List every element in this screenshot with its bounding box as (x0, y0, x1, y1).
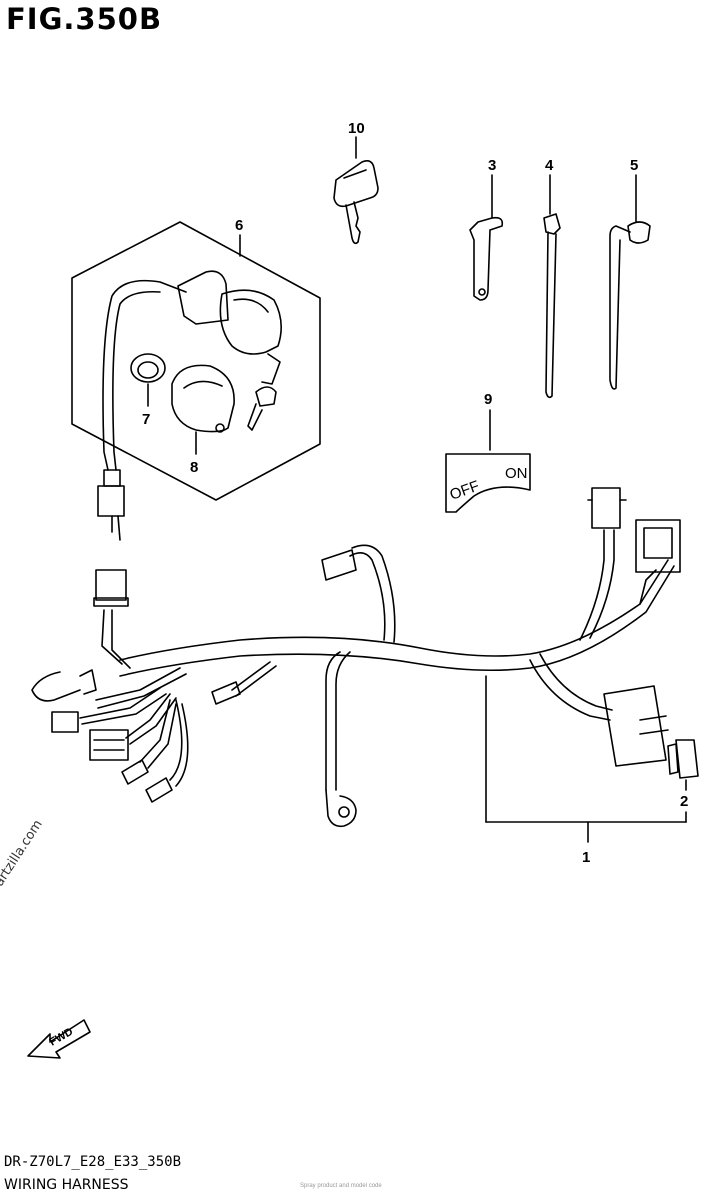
callout-3: 3 (488, 157, 496, 174)
switch-off-label: OFF (448, 478, 482, 504)
figure-caption: WIRING HARNESS (4, 1177, 129, 1193)
callout-9: 9 (484, 391, 492, 408)
fwd-arrow-icon (27, 1019, 91, 1059)
part-7-nut[interactable] (130, 353, 166, 383)
callout-8: 8 (190, 459, 198, 476)
part-3-clamp[interactable] (469, 216, 504, 301)
part-10-key[interactable] (333, 160, 379, 245)
callout-7: 7 (142, 411, 150, 428)
part-5-band[interactable] (609, 221, 651, 390)
part-2-fuse[interactable] (667, 739, 699, 779)
callout-4: 4 (545, 157, 554, 174)
callout-1: 1 (582, 849, 590, 866)
figure-title: FIG.350B (6, 2, 163, 36)
fwd-label: FWD (48, 1026, 76, 1049)
callout-2: 2 (680, 793, 688, 810)
part-4-cable-tie[interactable] (543, 213, 561, 399)
callout-10: 10 (348, 120, 365, 137)
callout-6: 6 (235, 217, 243, 234)
switch-on-label: ON (505, 465, 528, 482)
part-6-ignition-switch-assembly[interactable] (71, 221, 321, 541)
model-code: DR-Z70L7_E28_E33_350B (4, 1154, 182, 1170)
callout-5: 5 (630, 157, 638, 174)
part-1-wiring-harness[interactable] (31, 487, 681, 828)
part-9-switch-plate[interactable] (445, 453, 531, 513)
part-8-cover[interactable] (171, 364, 235, 433)
tiny-footer-text: Spray product and model code (300, 1183, 382, 1189)
